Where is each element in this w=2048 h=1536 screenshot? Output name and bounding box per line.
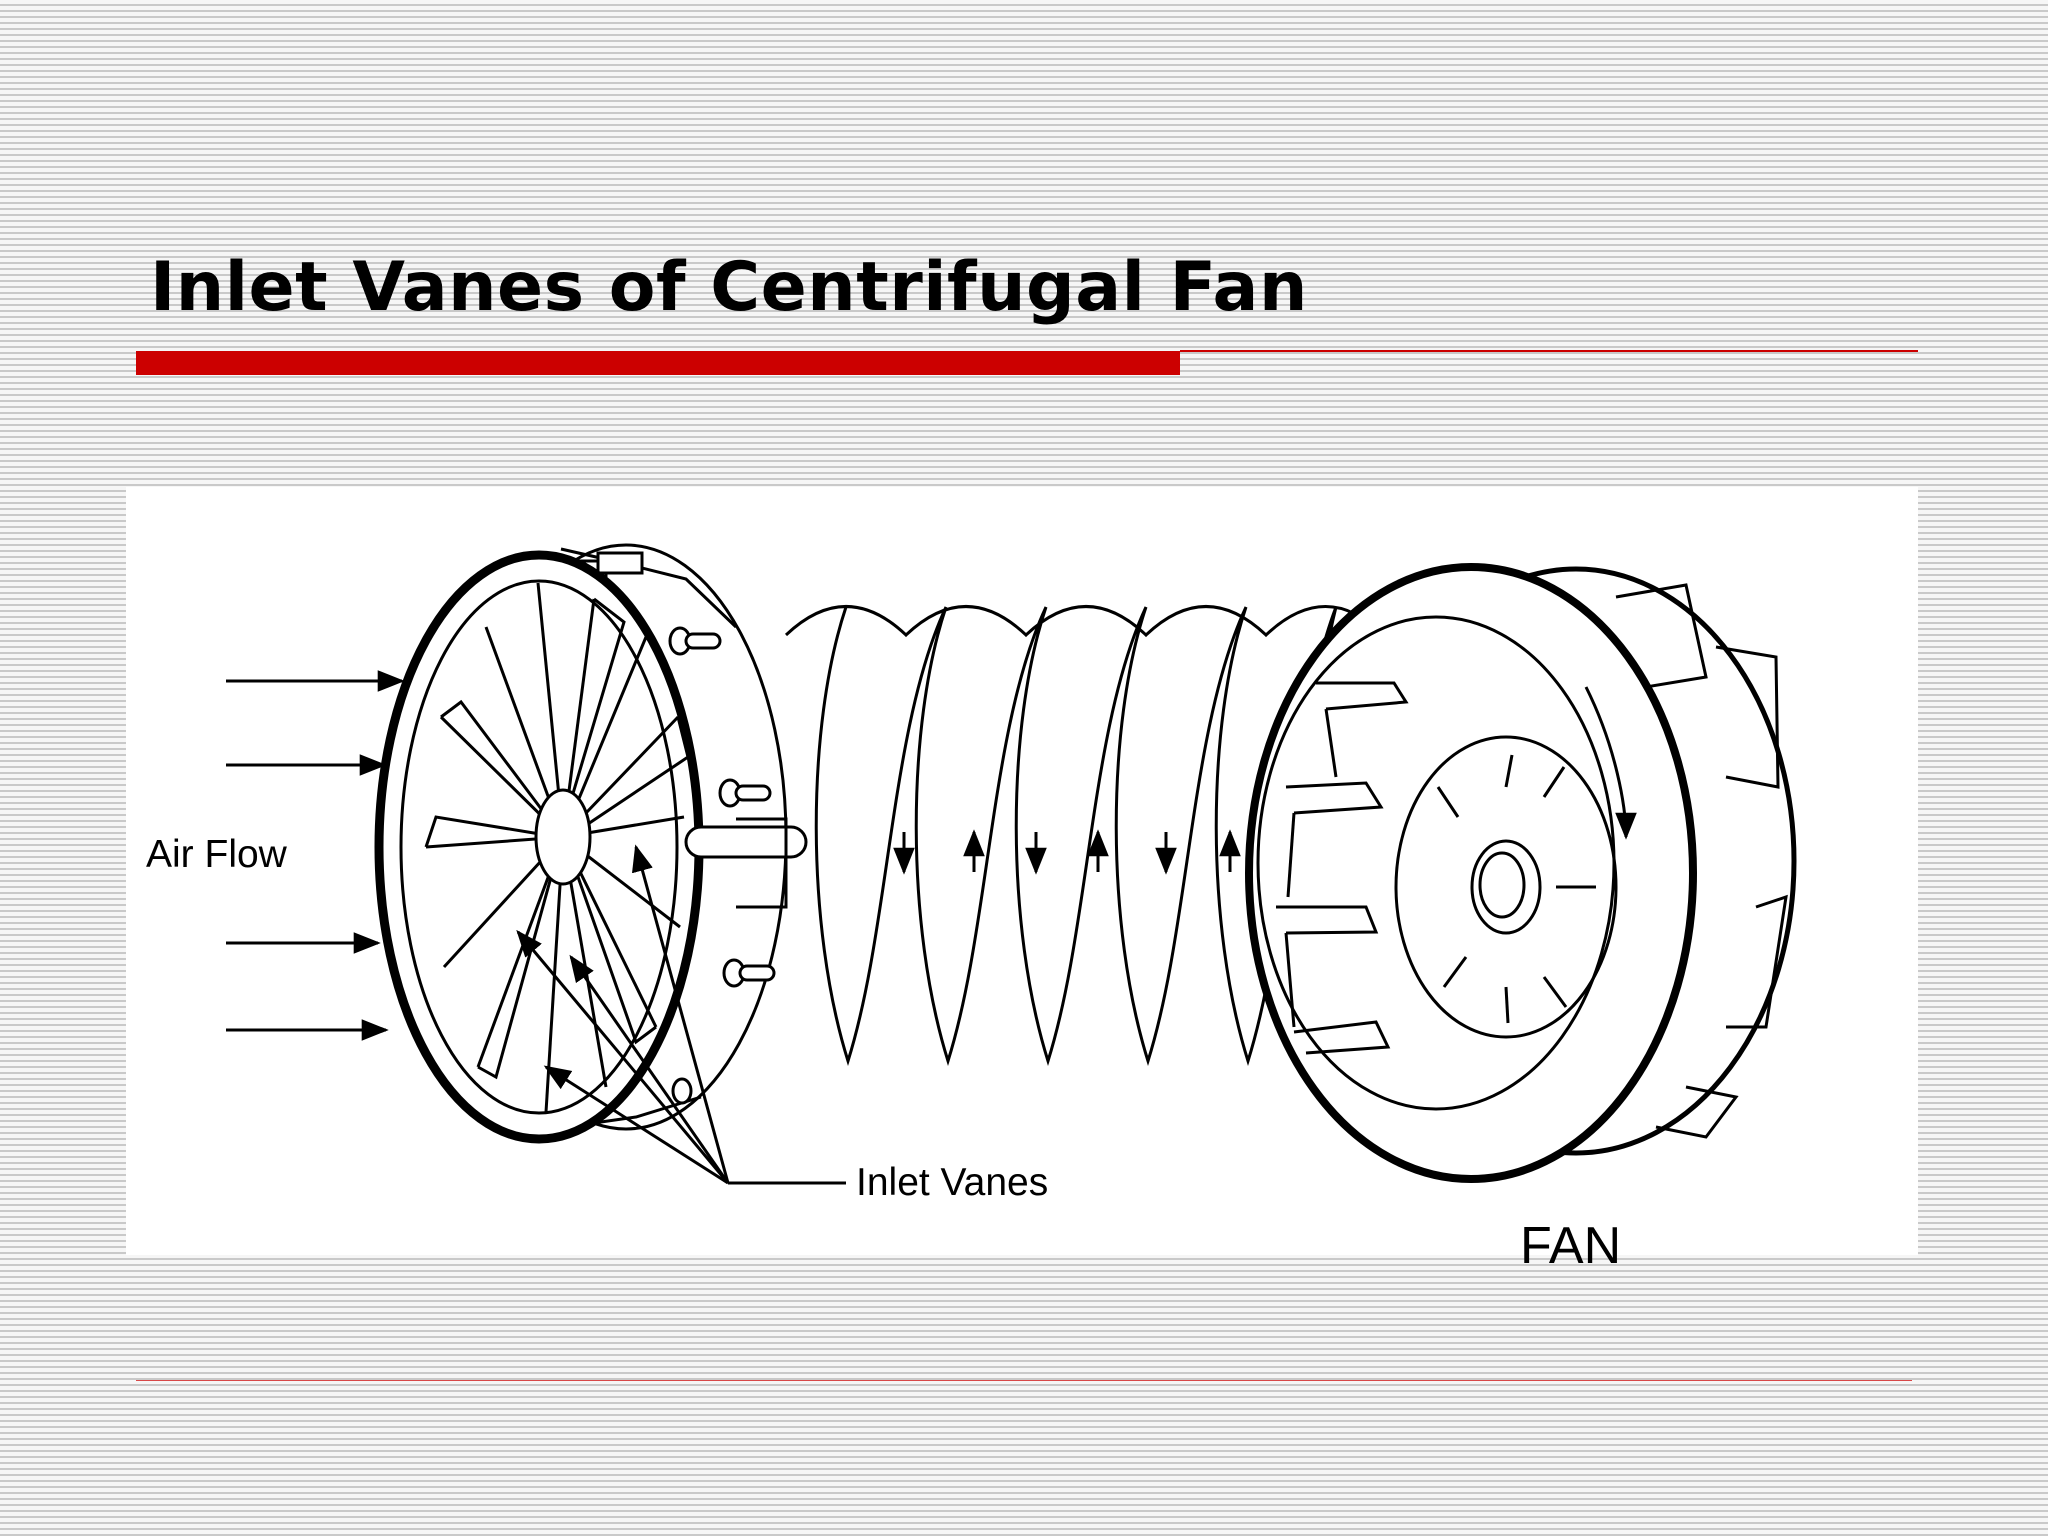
inlet-vanes-leader-lines [516, 844, 846, 1185]
fan-inner-blades [1276, 681, 1409, 1055]
vane-housing-inner-ring [399, 579, 679, 1115]
fan-inlet-shroud [1245, 563, 1697, 1183]
air-swirl-helix [784, 605, 1384, 1067]
vane-hub [534, 788, 592, 886]
inlet-vanes-label: Inlet Vanes [856, 1161, 1049, 1204]
air-flow-arrows [226, 670, 405, 1041]
fan-hub-inner [1478, 851, 1526, 919]
actuator-bracket [736, 817, 788, 909]
disc-spokes [1436, 754, 1596, 1024]
vane-housing-top-edge [560, 547, 738, 629]
housing-top-flange [596, 551, 644, 575]
centrifugal-fan-wheel [1245, 563, 1797, 1183]
actuator-rod [684, 825, 808, 859]
fan-back-disc [1394, 735, 1618, 1039]
fan-rotation-arrow [1584, 686, 1637, 840]
air-flow-label: Air Flow [146, 833, 287, 876]
footer-rule [136, 1380, 1912, 1381]
title-underline-accent [136, 351, 1180, 375]
fan-diagram-drawing [226, 543, 1797, 1185]
inlet-vane-assembly [374, 543, 808, 1144]
slide-title: Inlet Vanes of Centrifugal Fan [150, 248, 1308, 327]
fan-blades [1615, 583, 1788, 1139]
title-underline-thin [1180, 350, 1918, 352]
fan-diagram: Air Flow Inlet Vanes [126, 487, 1918, 1255]
fan-label: FAN [1520, 1217, 1622, 1275]
adjustment-bolts [668, 626, 776, 1105]
